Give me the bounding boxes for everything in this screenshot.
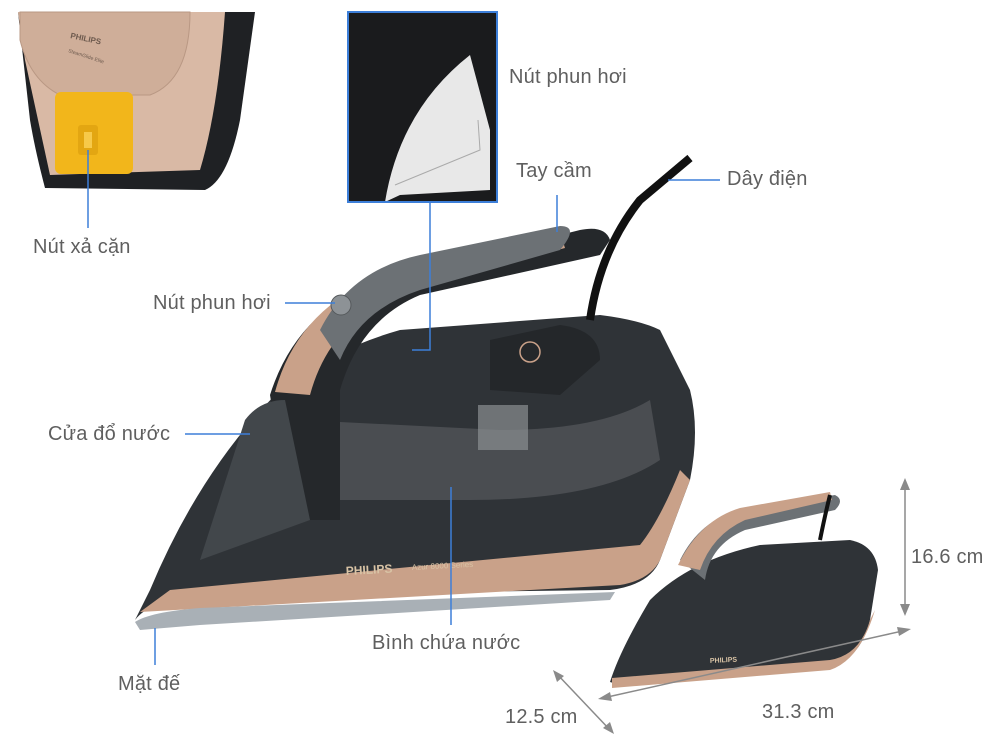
length-arrow [602, 629, 908, 699]
dimension-width: 12.5 cm [505, 706, 578, 728]
steam-button-detail-image [347, 11, 498, 203]
label-soleplate: Mặt đế [118, 673, 181, 695]
label-descale-button: Nút xả cặn [33, 236, 131, 258]
small-iron-image: PHILIPS [610, 492, 878, 688]
brand-logo-text: PHILIPS [345, 562, 392, 578]
label-steam-button: Nút phun hơi [153, 292, 271, 314]
label-steam-button-inset: Nút phun hơi [509, 66, 627, 88]
callout-lines [87, 150, 720, 665]
descale-detail-image: PHILIPS SteamGlide Elite [18, 11, 255, 190]
label-water-inlet: Cửa đổ nước [48, 423, 171, 445]
main-iron-image: PHILIPS Azur 8000 Series [135, 154, 695, 630]
label-handle: Tay cầm [516, 160, 592, 182]
dimension-arrows [553, 478, 911, 734]
model-text: Azur 8000 Series [412, 560, 474, 572]
callout-line-inset [412, 202, 431, 351]
dimension-length: 31.3 cm [762, 701, 835, 723]
label-power-cord: Dây điện [727, 168, 808, 190]
width-arrow [555, 672, 612, 732]
dimension-height: 16.6 cm [911, 546, 984, 568]
label-water-tank: Bình chứa nước [372, 632, 521, 654]
small-brand-logo-text: PHILIPS [710, 657, 738, 665]
